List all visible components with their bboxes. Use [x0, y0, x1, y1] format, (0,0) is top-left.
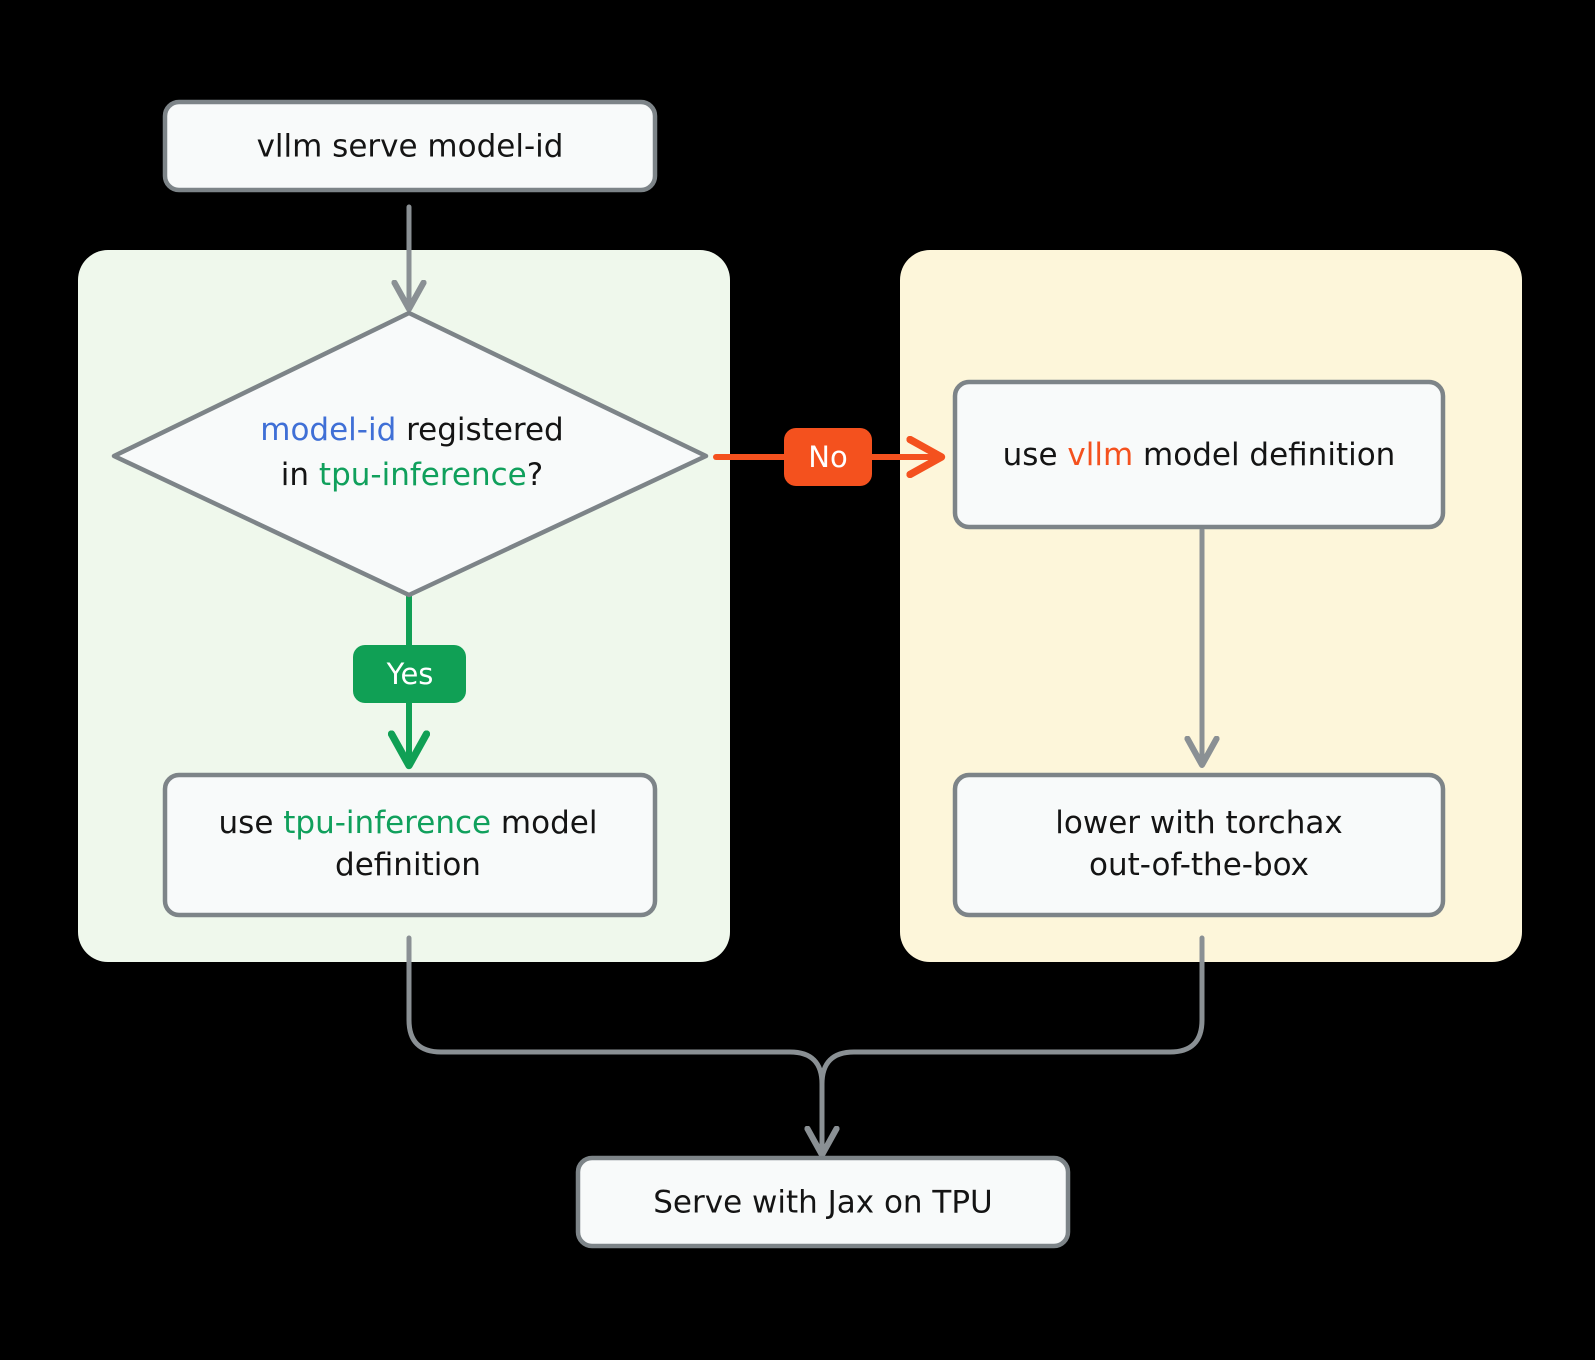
torchax-node-line1: lower with torchax	[1055, 805, 1342, 841]
vllm-node-token-model-definition: model definition	[1133, 437, 1395, 473]
tpu-node-token-definition: definition	[335, 847, 481, 883]
end-node[interactable]: Serve with Jax on TPU	[575, 1155, 1071, 1249]
tpu-node-token-tpu-inference: tpu-inference	[283, 805, 491, 841]
torchax-node-token-line1: lower with torchax	[1055, 805, 1342, 841]
tpu-inference-model-node-line1: use tpu-inference model	[219, 805, 598, 841]
vllm-model-node-shape	[952, 379, 1446, 530]
edge-tpu-inference-model-to-end	[406, 935, 822, 1152]
decision-node-line1: model-id registered	[260, 412, 564, 448]
decision-token-tpu-inference: tpu-inference	[319, 457, 527, 493]
tpu-inference-model-node[interactable]: use tpu-inference model definition	[162, 772, 658, 918]
decision-token-registered: registered	[396, 412, 563, 448]
vllm-node-token-vllm: vllm	[1067, 437, 1133, 473]
yes-badge-shape	[353, 645, 466, 703]
torchax-node[interactable]: lower with torchax out-of-the-box	[952, 772, 1446, 918]
vllm-model-node-line1: use vllm model definition	[1003, 437, 1396, 473]
end-node-shape	[575, 1155, 1071, 1249]
tpu-inference-model-node-line2: definition	[335, 847, 481, 883]
edge-label-no: No	[784, 428, 872, 486]
start-node-shape	[162, 99, 658, 193]
tpu-node-token-use: use	[219, 805, 284, 841]
start-node[interactable]: vllm serve model-id	[162, 99, 658, 193]
decision-node-shape	[111, 310, 709, 598]
yes-badge-label: Yes	[386, 657, 434, 691]
tpu-inference-model-node-shape	[162, 772, 658, 918]
decision-token-model-id: model-id	[260, 412, 396, 448]
edge-label-yes: Yes	[353, 645, 466, 703]
decision-node-line2: in tpu-inference?	[281, 457, 543, 493]
vllm-node-token-use: use	[1003, 437, 1068, 473]
decision-token-question: ?	[527, 457, 543, 493]
decision-token-in: in	[281, 457, 319, 493]
no-badge-label: No	[808, 440, 847, 474]
no-badge-shape	[784, 428, 872, 486]
start-node-label: vllm serve model-id	[257, 129, 564, 165]
end-node-label: Serve with Jax on TPU	[653, 1185, 993, 1221]
vllm-model-node[interactable]: use vllm model definition	[952, 379, 1446, 530]
edge-torchax-to-end	[819, 935, 1205, 1155]
tpu-node-token-model: model	[491, 805, 597, 841]
torchax-node-shape	[952, 772, 1446, 918]
torchax-node-line2: out-of-the-box	[1089, 847, 1309, 883]
decision-node[interactable]: model-id registered in tpu-inference?	[111, 310, 709, 598]
torchax-node-token-line2: out-of-the-box	[1089, 847, 1309, 883]
